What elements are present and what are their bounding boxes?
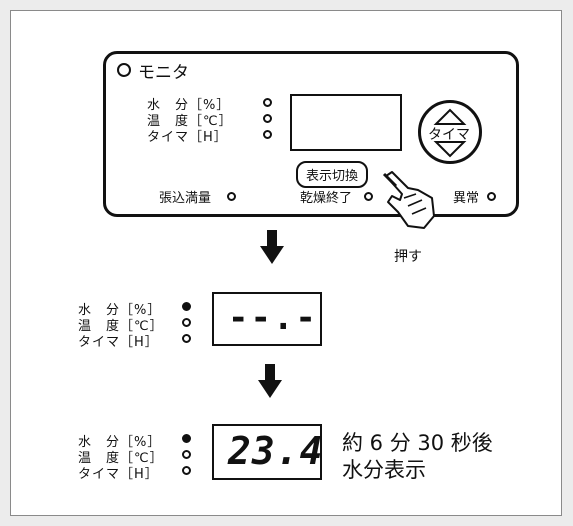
step2-timer-led [182,334,191,343]
timer-button-arrows-icon [433,108,467,158]
step3-note-time: 約 6 分 30 秒後 [342,431,493,455]
step3-note-moisture: 水分表示 [342,458,426,482]
pressing-hand-icon [382,171,435,229]
full-load-led [227,192,236,201]
step2-display: --.- [212,292,322,346]
step2-label-timer: タイマ［H］ [78,335,159,350]
error-led [487,192,496,201]
display-switch-button[interactable]: 表示切換 [296,161,369,188]
step2-label-temperature: 温 度［℃］ [78,319,164,334]
indicator-label-moisture: 水 分［%］ [147,98,231,113]
timer-button-label: タイマ [428,127,470,143]
step3-label-moisture: 水 分［%］ [78,435,162,450]
panel-title: モニタ [138,63,189,83]
down-arrow-icon [260,230,284,264]
monitor-indicator-icon [117,63,131,77]
indicator-label-temperature: 温 度［℃］ [147,114,233,129]
step2-moisture-led [182,302,191,311]
moisture-led [263,98,272,107]
panel-display [290,94,402,151]
step3-timer-led [182,466,191,475]
step2-display-value: --.- [228,298,318,338]
step2-label-moisture: 水 分［%］ [78,303,162,318]
step3-temperature-led [182,450,191,459]
step3-display: 23.4 [212,424,324,480]
step3-label-temperature: 温 度［℃］ [78,451,164,466]
timer-button[interactable] [418,100,482,164]
step3-moisture-led [182,434,191,443]
down-arrow-icon [258,364,282,398]
timer-led [263,130,272,139]
status-label-full-load: 張込満量 [159,191,212,206]
indicator-label-timer: タイマ［H］ [147,130,228,145]
status-label-error: 異常 [453,191,480,206]
press-label: 押す [394,249,422,265]
status-label-drying-done: 乾燥終了 [300,191,353,206]
drying-done-led [364,192,373,201]
temperature-led [263,114,272,123]
step3-display-value: 23.4 [228,429,324,473]
step2-temperature-led [182,318,191,327]
step3-label-timer: タイマ［H］ [78,467,159,482]
